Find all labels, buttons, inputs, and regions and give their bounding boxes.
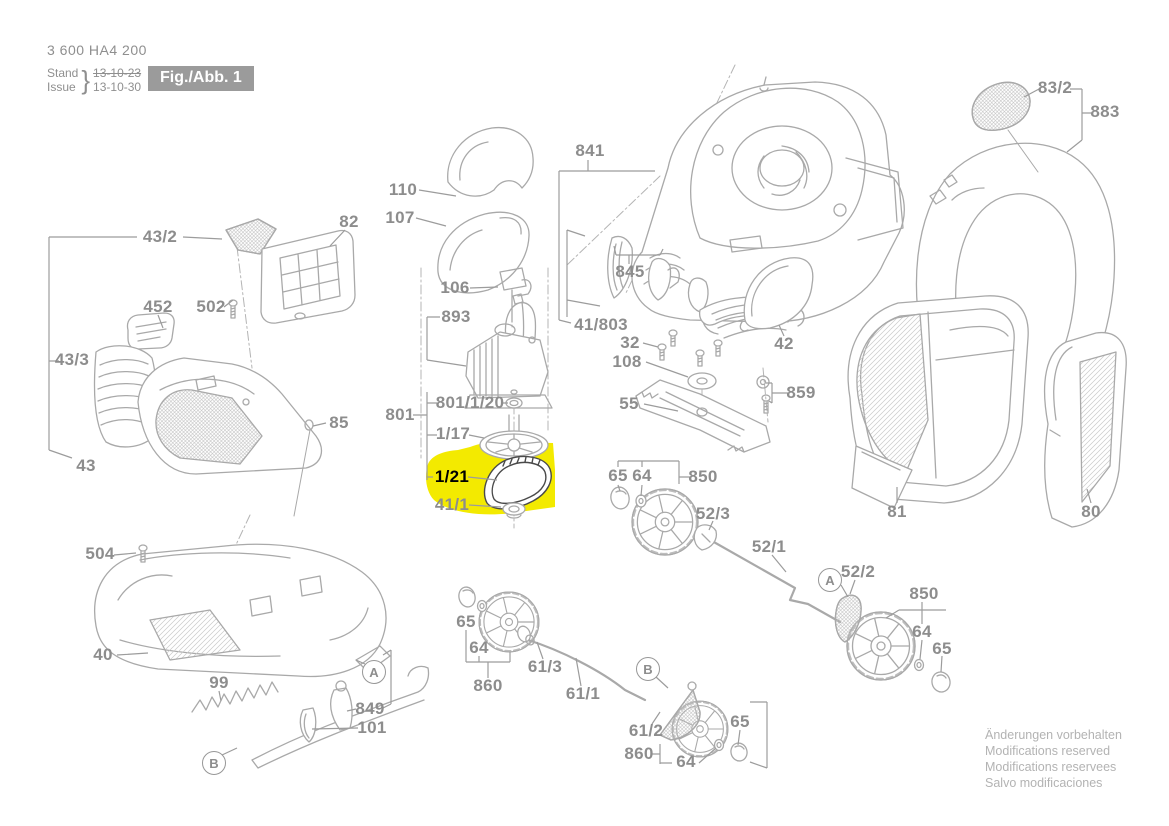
part-label-841: 841 <box>575 141 605 160</box>
part-label-61-3: 61/3 <box>527 657 563 676</box>
part-label-80: 80 <box>1081 502 1101 521</box>
part-label-52-2: 52/2 <box>840 562 876 581</box>
part-label-82: 82 <box>339 212 359 231</box>
assembly-ref-circle-B: B <box>202 751 226 775</box>
part-label-64: 64 <box>469 638 489 657</box>
part-label-110: 110 <box>388 180 418 199</box>
part-label-883: 883 <box>1090 102 1120 121</box>
part-label-106: 106 <box>440 278 470 297</box>
part-label-81: 81 <box>887 502 907 521</box>
part-label-43-3: 43/3 <box>54 350 90 369</box>
part-label-893: 893 <box>441 307 471 326</box>
assembly-ref-circle-A: A <box>362 660 386 684</box>
brace-glyph: } <box>81 65 91 95</box>
part-label-40: 40 <box>93 645 113 664</box>
part-label-83-2: 83/2 <box>1037 78 1073 97</box>
part-label-61-2: 61/2 <box>628 721 664 740</box>
part-label-1-17: 1/17 <box>435 424 471 443</box>
stand-label: Stand <box>47 66 79 80</box>
part-label-55: 55 <box>619 394 639 413</box>
issue-label: Issue <box>47 80 76 94</box>
part-label-502: 502 <box>196 297 226 316</box>
part-label-801: 801 <box>385 405 415 424</box>
part-label-64: 64 <box>912 622 932 641</box>
part-label-452: 452 <box>143 297 173 316</box>
notice-line-fr: Modifications reservees <box>985 760 1117 774</box>
part-label-1-21: 1/21 <box>434 467 470 486</box>
revision-notice: Änderungen vorbehalten Modifications res… <box>985 727 1122 791</box>
part-label-860: 860 <box>624 744 654 763</box>
notice-line-de: Änderungen vorbehalten <box>985 728 1122 742</box>
part-label-65: 65 <box>730 712 750 731</box>
part-label-850: 850 <box>909 584 939 603</box>
part-number: 3 600 HA4 200 <box>47 42 147 58</box>
part-label-42: 42 <box>774 334 794 353</box>
part-label-107: 107 <box>385 208 415 227</box>
part-label-43: 43 <box>76 456 96 475</box>
part-label-504: 504 <box>85 544 115 563</box>
assembly-ref-circle-B: B <box>636 657 660 681</box>
part-label-64: 64 <box>632 466 652 485</box>
part-label-41-803: 41/803 <box>574 315 628 334</box>
part-label-849: 849 <box>355 699 385 718</box>
part-label-801-1-20: 801/1/20 <box>435 393 505 412</box>
title-block: 3 600 HA4 200 Stand Issue } 13-10-23 13-… <box>47 42 147 94</box>
assembly-ref-circle-A: A <box>818 568 842 592</box>
part-label-65: 65 <box>932 639 952 658</box>
notice-line-es: Salvo modificaciones <box>985 776 1103 790</box>
part-label-52-1: 52/1 <box>751 537 787 556</box>
part-label-859: 859 <box>786 383 816 402</box>
issue-date: 13-10-30 <box>93 80 142 94</box>
part-label-32: 32 <box>620 333 640 352</box>
notice-line-en: Modifications reserved <box>985 744 1111 758</box>
part-label-61-1: 61/1 <box>565 684 601 703</box>
part-label-101: 101 <box>357 718 387 737</box>
leader-lines <box>48 88 1092 769</box>
part-label-85: 85 <box>329 413 349 432</box>
stand-date: 13-10-23 <box>93 66 142 80</box>
part-label-65: 65 <box>456 612 476 631</box>
part-label-65: 65 <box>608 466 628 485</box>
part-label-99: 99 <box>209 673 229 692</box>
part-label-64: 64 <box>676 752 696 771</box>
figure-label: Fig./Abb. 1 <box>148 66 254 91</box>
part-label-845: 845 <box>615 262 645 281</box>
part-label-52-3: 52/3 <box>695 504 731 523</box>
part-label-41-1: 41/1 <box>434 495 470 514</box>
part-label-43-2: 43/2 <box>142 227 178 246</box>
part-label-850: 850 <box>688 467 718 486</box>
part-label-860: 860 <box>473 676 503 695</box>
part-label-108: 108 <box>612 352 642 371</box>
